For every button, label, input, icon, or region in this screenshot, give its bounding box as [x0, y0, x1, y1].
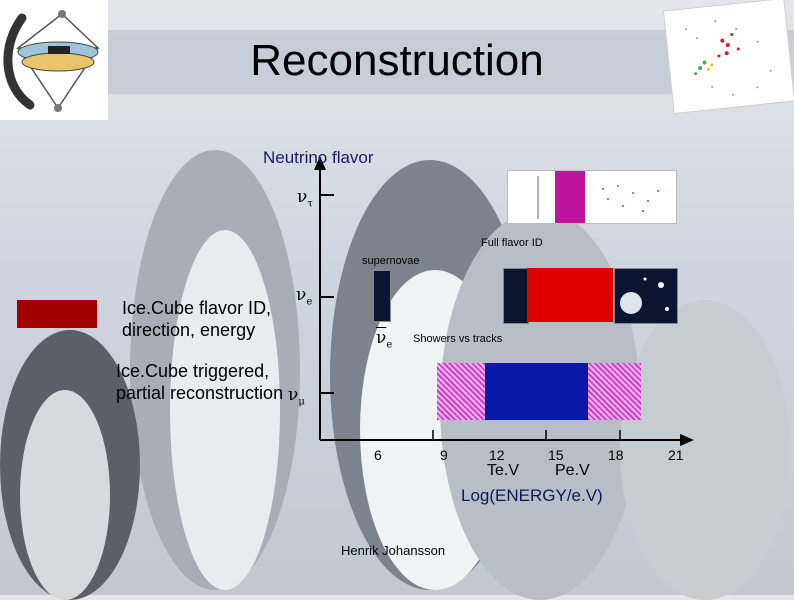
x-tick-label: 12	[489, 447, 505, 463]
x-tick-label: 21	[668, 447, 684, 463]
x-tick-label: 6	[374, 447, 382, 463]
x-axis-label: Log(ENERGY/e.V)	[461, 486, 603, 505]
cosmic-image-thumbnail	[614, 268, 678, 324]
penguin-bg	[170, 230, 280, 590]
cosmic-image-thumbnail	[503, 268, 529, 324]
x-tick-label: 18	[608, 447, 624, 463]
nu-e-label: νe	[296, 285, 313, 308]
penguin-bg	[620, 300, 790, 600]
nu-mu-hatched-region-left	[437, 363, 485, 420]
y-axis-label: Neutrino flavor	[263, 148, 374, 167]
tau-magenta-region	[555, 171, 585, 223]
nu-tau-label: ντ	[297, 187, 313, 210]
nu-e-red-region	[527, 268, 613, 322]
x-tick-label: 15	[548, 447, 564, 463]
showers-vs-tracks-label: Showers vs tracks	[413, 333, 503, 345]
nu-mu-hatched-region-right	[588, 363, 641, 420]
nu-mu-blue-region	[485, 363, 588, 420]
anti-nu-e-label: νe	[376, 328, 393, 351]
event-display-image	[662, 0, 794, 115]
full-flavor-id-label: Full flavor ID	[481, 237, 543, 249]
page-title: Reconstruction	[250, 36, 544, 85]
nu-mu-label: νμ	[288, 385, 305, 408]
legend-swatch	[17, 300, 97, 328]
tau-plot-thumbnail	[507, 170, 677, 224]
footer-author: Henrik Johansson	[341, 543, 446, 558]
supernova-thumbnail	[373, 270, 391, 322]
supernovae-label: supernovae	[362, 255, 420, 267]
x-tick-label: 9	[440, 447, 448, 463]
legend-triggered-text: Ice.Cube triggered, partial reconstructi…	[116, 361, 284, 403]
icecube-logo-icon	[0, 0, 108, 120]
pev-label: Pe.V	[555, 462, 590, 479]
legend-flavor-id-text: Ice.Cube flavor ID, direction, energy	[122, 298, 272, 340]
penguin-bg	[20, 390, 110, 600]
tev-label: Te.V	[487, 462, 520, 479]
